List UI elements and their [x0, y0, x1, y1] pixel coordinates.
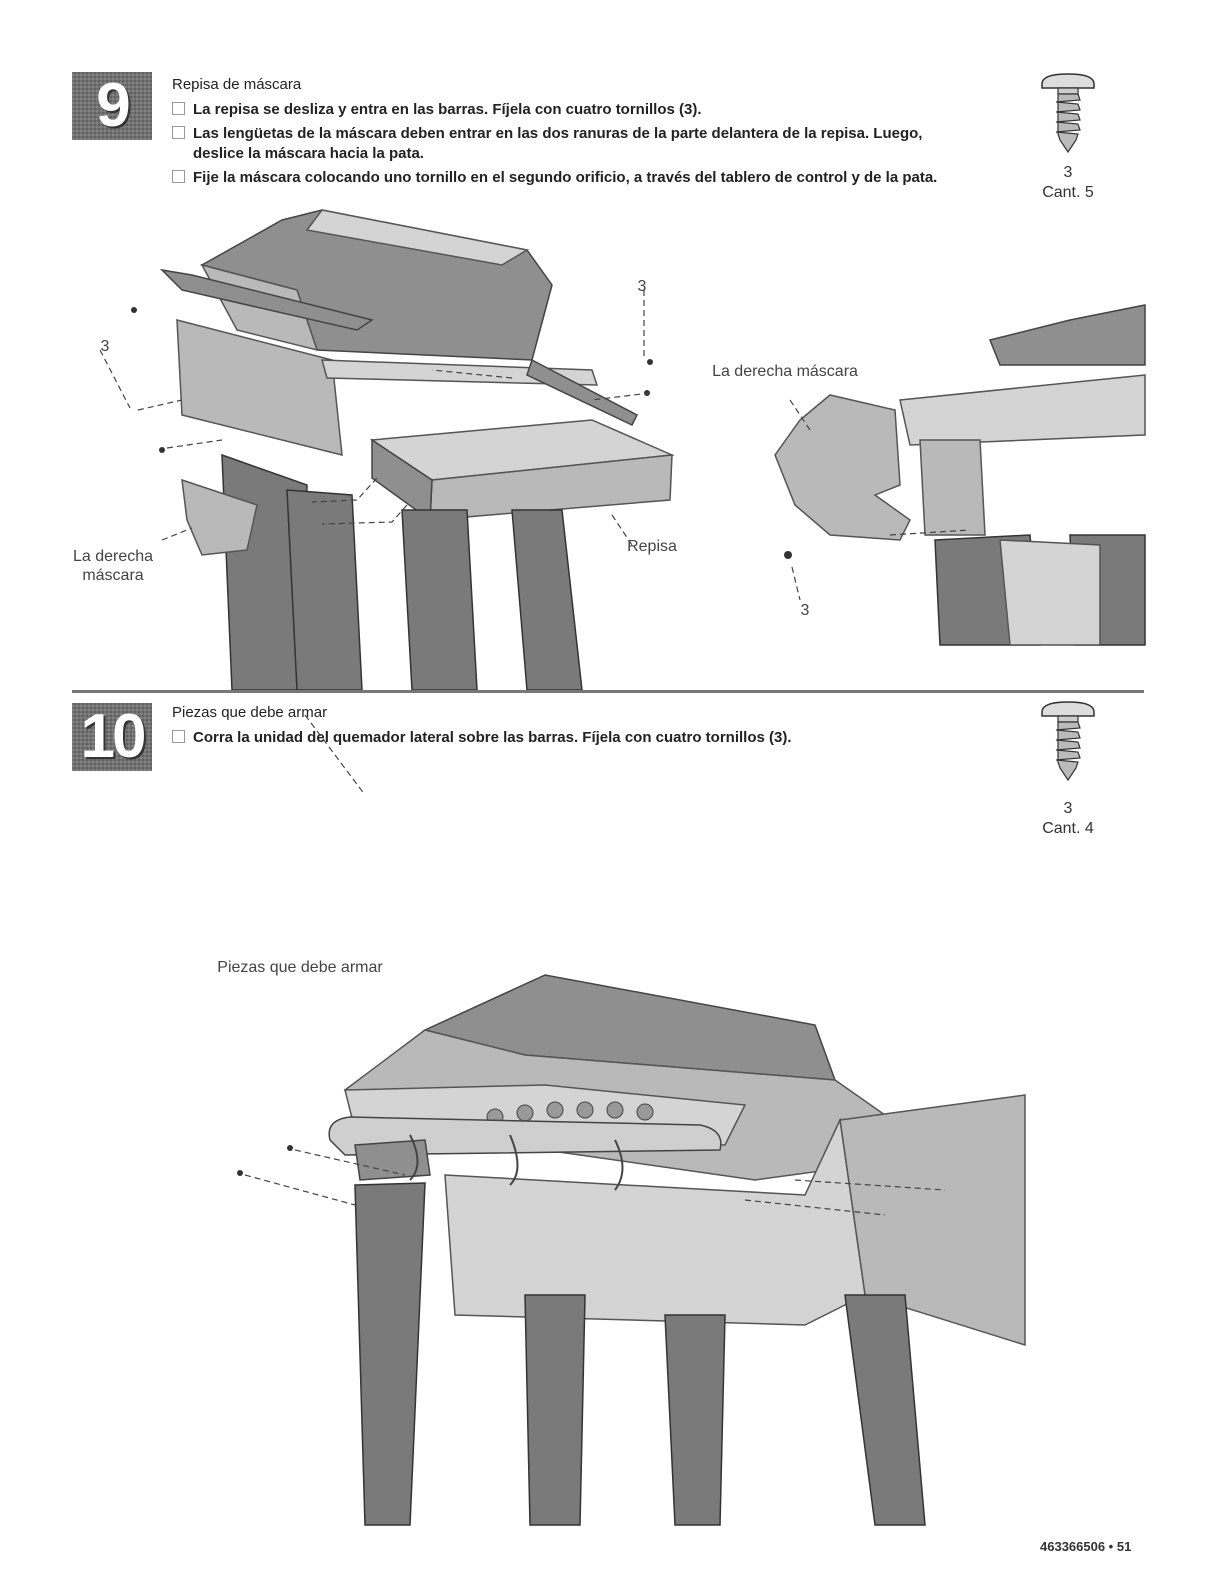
step-9-label-mask-right: La derecha máscara [712, 363, 858, 380]
step-9-number-badge: 9 [72, 72, 152, 140]
checkbox-icon [172, 102, 185, 115]
screw-icon [1041, 73, 1095, 154]
step-10-side-burner-illustration [237, 714, 1026, 1526]
step-9-label-screw-top: 3 [637, 278, 647, 295]
section-divider [72, 690, 1144, 693]
screw-icon [1041, 701, 1095, 782]
step-10-quantity: Cant. 4 [1042, 820, 1094, 837]
step-9-part-number: 3 [1063, 164, 1073, 181]
step-9-label-mask-left-1: La derecha [72, 548, 154, 565]
step-9-heading: Repisa de máscara [172, 76, 302, 93]
step-9-label-screw-right: 3 [800, 602, 810, 619]
step-9-mask-illustration [774, 304, 1146, 646]
page-reference: 463366506 • 51 [1040, 1539, 1132, 1554]
checkbox-icon [172, 126, 185, 139]
step-10-bullet-1: Corra la unidad del quemador lateral sob… [172, 728, 1022, 748]
step-9-label-shelf: Repisa [627, 538, 677, 555]
step-9-bullet-1: La repisa se desliza y entra en las barr… [172, 100, 1022, 120]
step-10-part-number: 3 [1063, 800, 1073, 817]
checkbox-icon [172, 170, 185, 183]
step-9-label-mask-left-2: máscara [82, 567, 144, 584]
step-9-shelf-illustration [99, 209, 675, 691]
step-9-label-screw-left: 3 [100, 338, 110, 355]
step-9-bullet-2-continued: deslice la máscara hacia la pata. [193, 145, 424, 162]
step-9-bullet-3: Fije la máscara colocando uno tornillo e… [172, 168, 1032, 188]
checkbox-icon [172, 730, 185, 743]
step-10-number-badge: 10 [72, 703, 152, 771]
step-10-heading: Piezas que debe armar [172, 704, 328, 721]
step-10-label-assembly: Piezas que debe armar [217, 959, 383, 976]
step-9-bullet-2: Las lengüetas de la máscara deben entrar… [172, 124, 1022, 144]
step-9-quantity: Cant. 5 [1042, 184, 1094, 201]
